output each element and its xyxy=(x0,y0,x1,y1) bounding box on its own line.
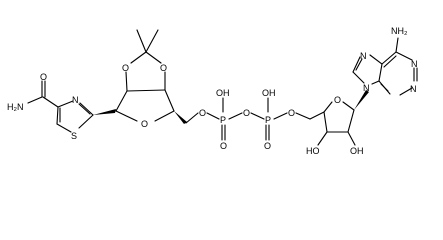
wedge-bond-3 xyxy=(354,90,369,110)
ribose-3-hydroxyl-label: OH xyxy=(350,146,364,156)
wedge-bond-2 xyxy=(174,111,187,124)
adenine-n7-label: N xyxy=(360,51,367,61)
ester-oxygen-left-label: O xyxy=(199,108,206,118)
atom-labels: H₂N O N S O O O O OH P O O OH P O O O HO… xyxy=(7,26,418,156)
molecule-diagram: H₂N O N S O O O O OH P O O OH P O O O HO… xyxy=(7,26,418,156)
p1-oxo-label: O xyxy=(220,141,227,151)
adenine-n1-label: N xyxy=(411,59,418,69)
dioxolane-oxygen-right-label: O xyxy=(160,63,167,73)
bond-lines xyxy=(27,29,418,146)
thiazole-sulfur-label: S xyxy=(71,131,77,141)
adenine-n9-label: N xyxy=(363,83,370,93)
amide-nh2-label: H₂N xyxy=(7,102,24,112)
thiazole-nitrogen-label: N xyxy=(72,95,79,105)
ring-oxygen-label: O xyxy=(141,119,148,129)
p2-hydroxyl-label: OH xyxy=(262,88,276,98)
dioxolane-oxygen-left-label: O xyxy=(122,63,129,73)
p2-oxo-label: O xyxy=(264,141,271,151)
phosphorus-1-label: P xyxy=(220,115,226,125)
ester-oxygen-right-label: O xyxy=(288,108,295,118)
ribose-2-hydroxyl-label: HO xyxy=(306,146,320,156)
structure-canvas: H₂N O N S O O O O OH P O O OH P O O O HO… xyxy=(7,26,418,156)
p1-hydroxyl-label: OH xyxy=(216,88,230,98)
ribose-oxygen-label: O xyxy=(334,95,341,105)
bridge-oxygen-label: O xyxy=(243,108,250,118)
adenine-amine-label: NH₂ xyxy=(391,26,408,36)
wedge-bond xyxy=(93,109,116,115)
phosphorus-2-label: P xyxy=(265,115,271,125)
amide-oxygen-label: O xyxy=(40,72,47,82)
adenine-n3-label: N xyxy=(410,84,417,94)
